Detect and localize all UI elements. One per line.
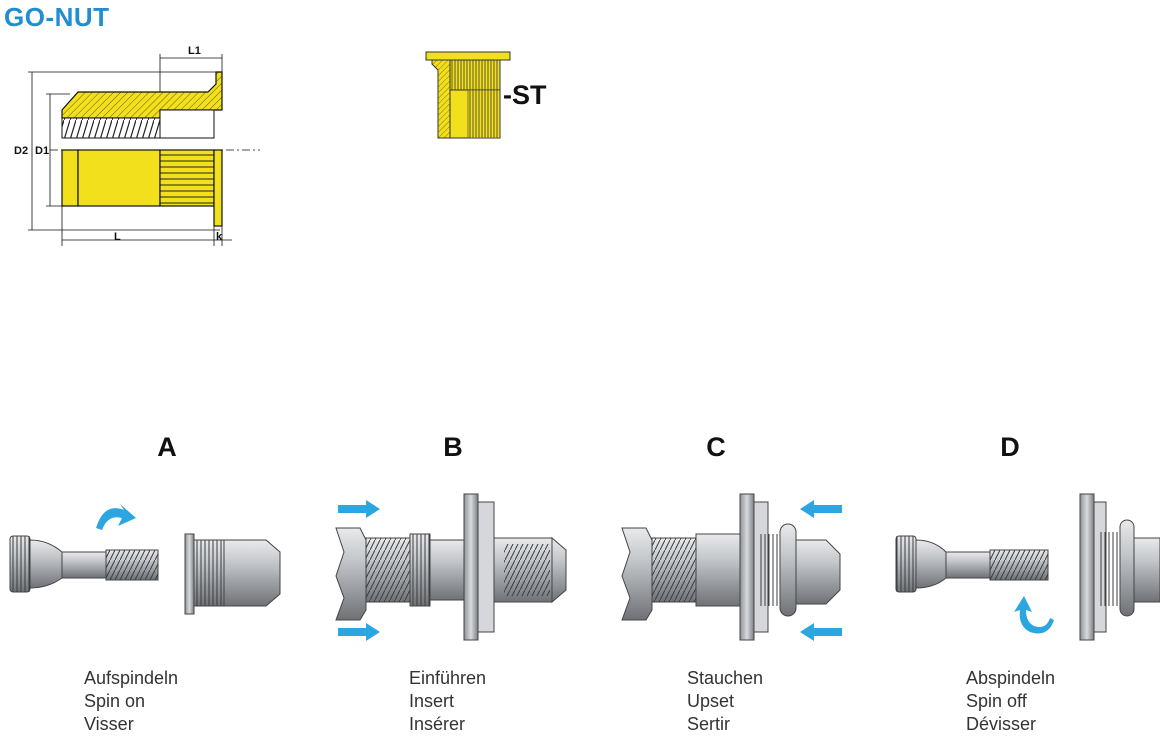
step-d-illustration (895, 493, 1160, 641)
dimension-l1: L1 (188, 45, 201, 57)
step-c-caption: Stauchen Upset Sertir (687, 668, 764, 734)
dimension-l: L (114, 231, 121, 243)
step-b-illustration (335, 493, 567, 641)
step-a-illustration (9, 504, 281, 615)
step-b-letter: B (443, 432, 463, 462)
step-c-illustration (621, 493, 842, 641)
step-c-letter: C (706, 432, 726, 462)
step-d-caption: Abspindeln Spin off Dévisser (966, 668, 1056, 734)
st-nut-icon (425, 51, 511, 139)
step-d-letter: D (1000, 432, 1020, 462)
cross-section-drawing: L1 D2 D1 L k (14, 45, 260, 246)
page-title: GO-NUT (4, 2, 110, 32)
dimension-d2: D2 (14, 145, 28, 157)
step-b-caption: Einführen Insert Insérer (409, 668, 487, 734)
variant-label: -ST (503, 80, 547, 110)
step-a-caption: Aufspindeln Spin on Visser (84, 668, 179, 734)
dimension-d1: D1 (35, 145, 49, 157)
installation-steps-illustration (9, 493, 1160, 641)
dimension-k: k (216, 231, 223, 243)
step-a-letter: A (157, 432, 177, 462)
